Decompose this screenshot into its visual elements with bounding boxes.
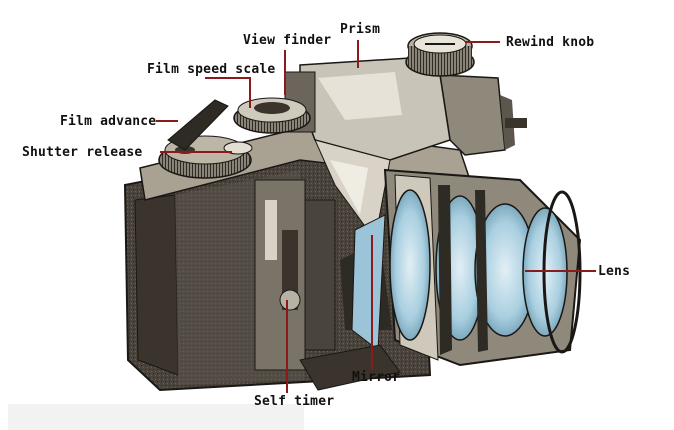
lens-assembly [383, 168, 582, 367]
label-mirror: Mirror [352, 370, 401, 385]
prism-housing [299, 57, 451, 242]
label-film-advance: Film advance [60, 114, 157, 129]
label-shutter-release: Shutter release [22, 145, 143, 160]
camera-base [299, 344, 401, 391]
bottom-caption-strip [8, 404, 304, 430]
label-prism: Prism [340, 22, 381, 37]
label-rewind-knob: Rewind knob [506, 35, 595, 50]
label-film-speed-scale: Film speed scale [147, 62, 276, 77]
leader-film-speed-scale [205, 77, 251, 108]
label-self-timer: Self timer [254, 394, 335, 409]
rewind-knob [405, 32, 475, 77]
label-view-finder: View finder [243, 33, 332, 48]
label-lens: Lens [598, 264, 631, 279]
